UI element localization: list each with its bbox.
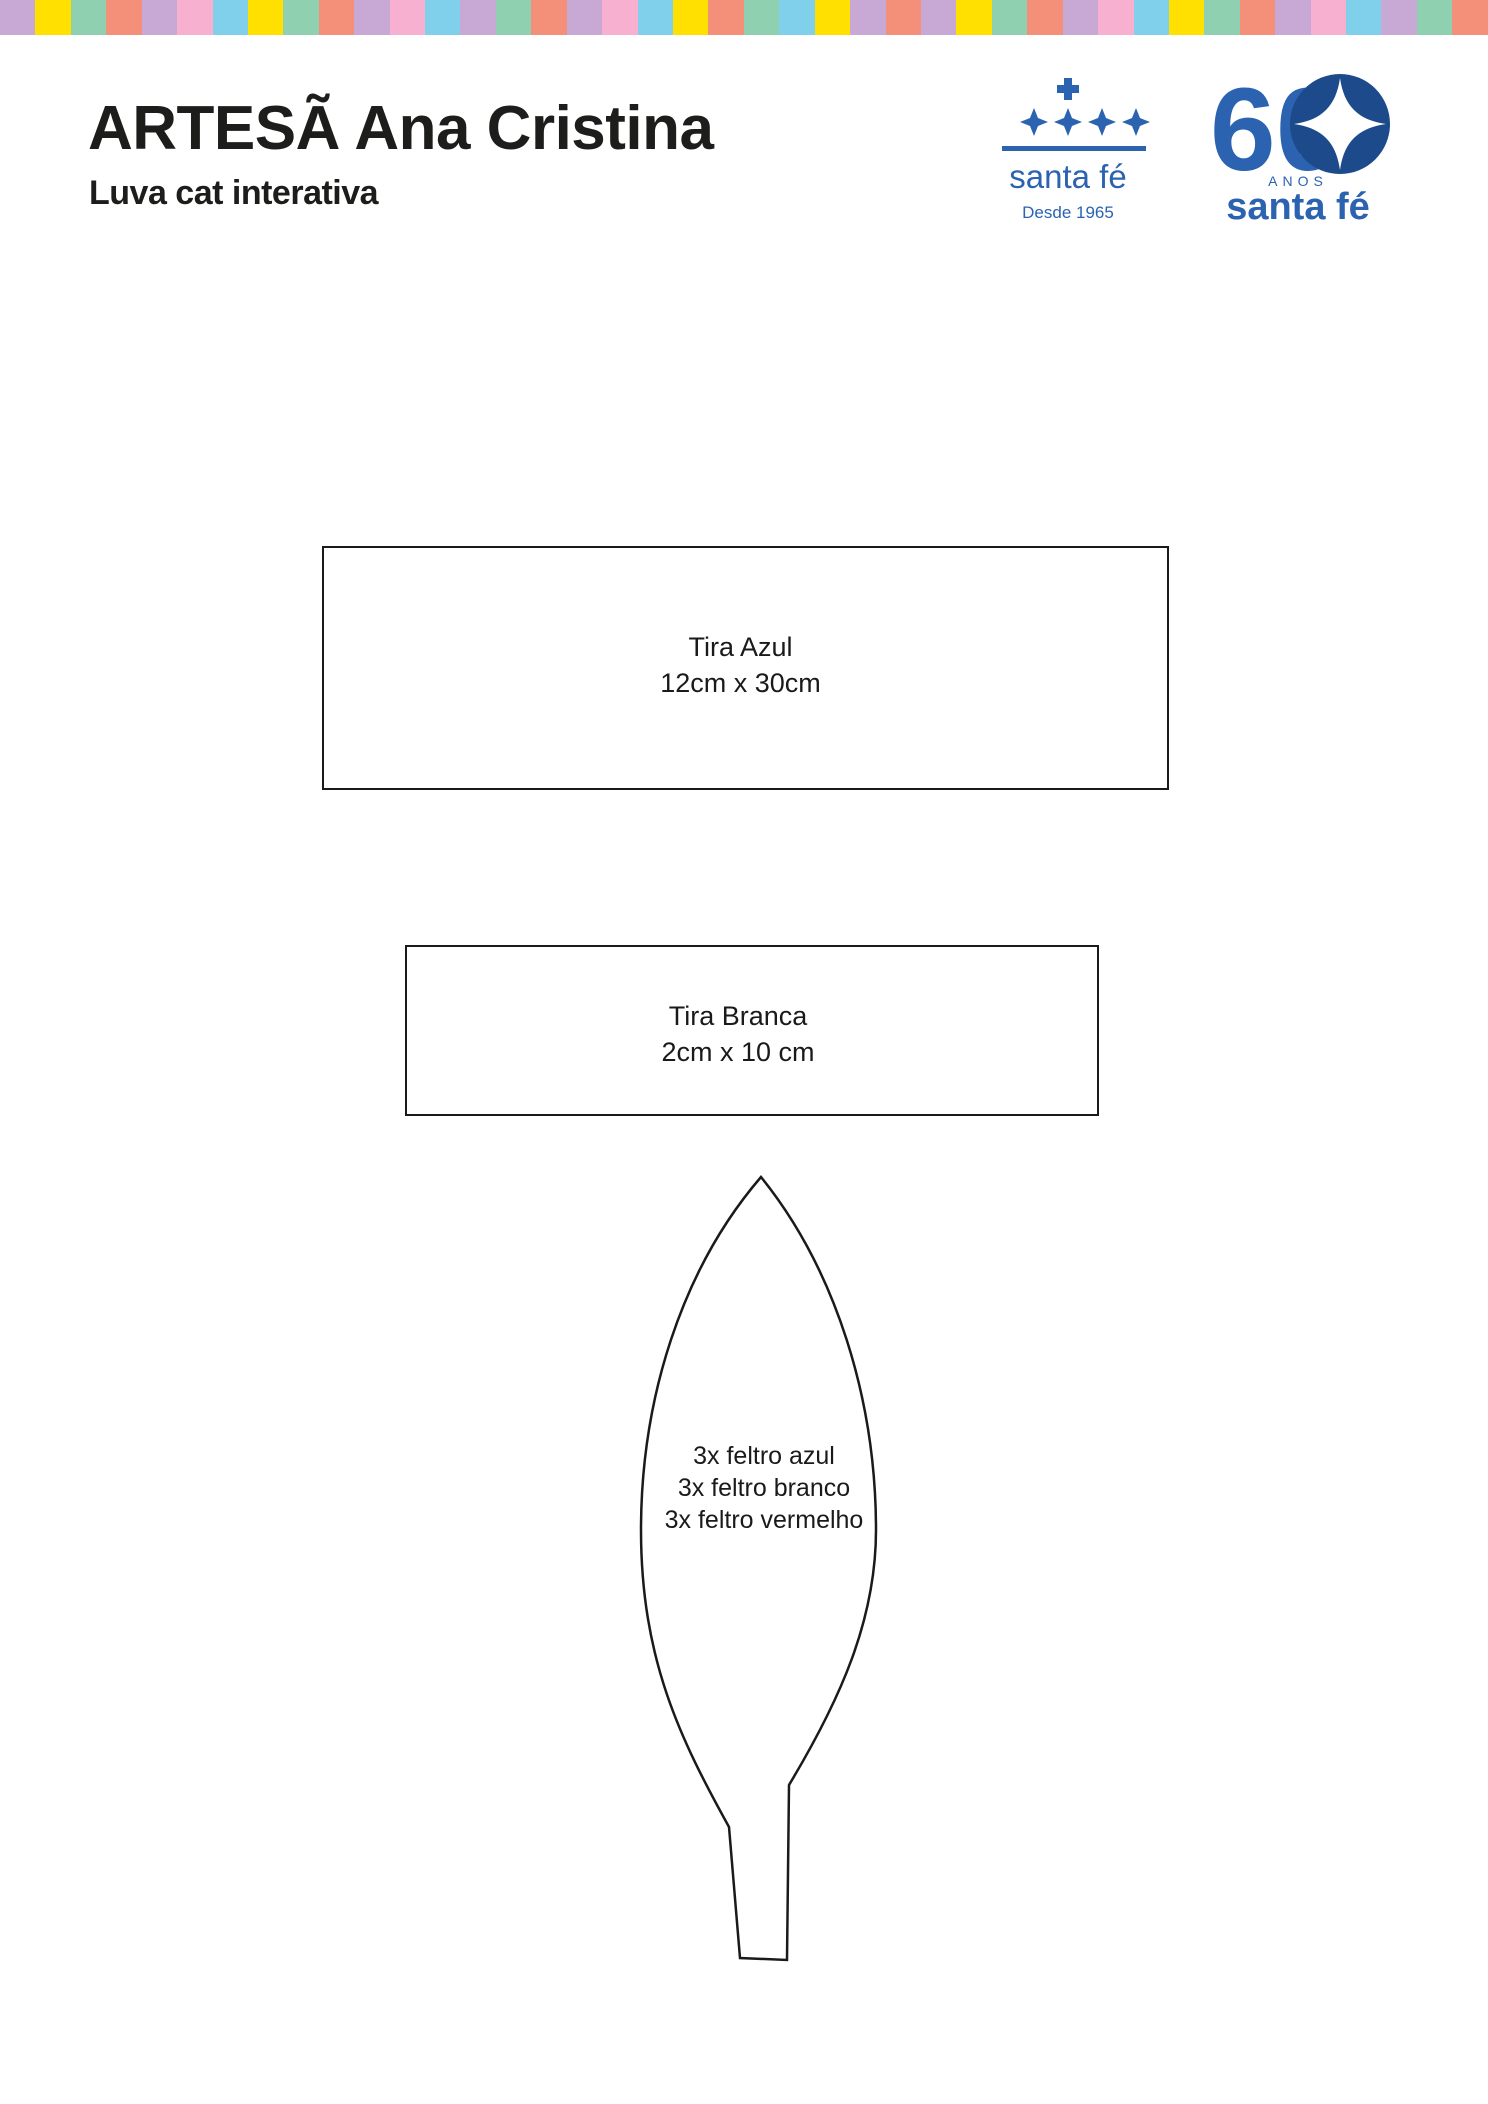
stripe-square [35, 0, 71, 35]
stripe-square [247, 0, 284, 35]
stripe-square [779, 0, 815, 35]
anniversary-60-logo: 60 ANOS santa fé [1210, 64, 1400, 232]
stripe-square [1452, 0, 1488, 35]
stripe-square [1168, 0, 1205, 35]
anos-label: ANOS [1268, 173, 1328, 189]
stripe-square [141, 0, 178, 35]
tira-branca-pattern: Tira Branca 2cm x 10 cm [405, 945, 1099, 1116]
stripe-square [1062, 0, 1099, 35]
leaf-line-vermelho: 3x feltro vermelho [664, 1506, 864, 1534]
sixty-badge-icon: 60 [1210, 64, 1390, 196]
stripe-square [566, 0, 603, 35]
stripe-square [389, 0, 426, 35]
stripe-square [283, 0, 319, 35]
tira-branca-size: 2cm x 10 cm [661, 1037, 815, 1067]
stripe-square [602, 0, 638, 35]
stripe-square [1239, 0, 1276, 35]
santa-fe-logo: santa fé Desde 1965 [990, 72, 1160, 232]
stripe-square [920, 0, 957, 35]
anniversary-brand: santa fé [1226, 186, 1370, 228]
stripe-square [637, 0, 674, 35]
tira-azul-name: Tira Azul [688, 632, 793, 662]
stripe-square [708, 0, 744, 35]
stripe-square [814, 0, 851, 35]
stripe-square [885, 0, 921, 35]
stripe-square [1381, 0, 1417, 35]
tira-branca-name: Tira Branca [668, 1001, 808, 1031]
stripe-square [495, 0, 532, 35]
stripe-square [1027, 0, 1063, 35]
stripe-square [991, 0, 1028, 35]
stripe-square [106, 0, 142, 35]
stripe-square [531, 0, 567, 35]
color-stripe [0, 0, 1488, 35]
stripe-square [177, 0, 213, 35]
stripe-square [1133, 0, 1169, 35]
stripe-square [673, 0, 709, 35]
leaf-line-branco: 3x feltro branco [677, 1474, 851, 1502]
stripe-square [1204, 0, 1240, 35]
stripe-square [354, 0, 390, 35]
santa-fe-brand: santa fé [1009, 158, 1127, 195]
page-subtitle: Luva cat interativa [89, 174, 379, 212]
stars-cross-icon [1002, 78, 1150, 151]
stripe-square [0, 0, 36, 35]
stripe-square [1346, 0, 1382, 35]
santa-fe-since: Desde 1965 [1022, 203, 1114, 222]
stripe-square [460, 0, 496, 35]
stripe-square [1275, 0, 1311, 35]
leaf-line-azul: 3x feltro azul [693, 1442, 835, 1470]
tira-azul-pattern: Tira Azul 12cm x 30cm [322, 546, 1169, 790]
stripe-square [425, 0, 461, 35]
stripe-square [956, 0, 992, 35]
stripe-square [212, 0, 248, 35]
stripe-square [1310, 0, 1347, 35]
stripe-square [318, 0, 355, 35]
stripe-square [70, 0, 107, 35]
stripe-square [1416, 0, 1453, 35]
stripe-square [743, 0, 780, 35]
stripe-square [1098, 0, 1134, 35]
tira-azul-size: 12cm x 30cm [660, 668, 821, 698]
stripe-square [850, 0, 886, 35]
page-title: ARTESÃ Ana Cristina [88, 94, 714, 163]
